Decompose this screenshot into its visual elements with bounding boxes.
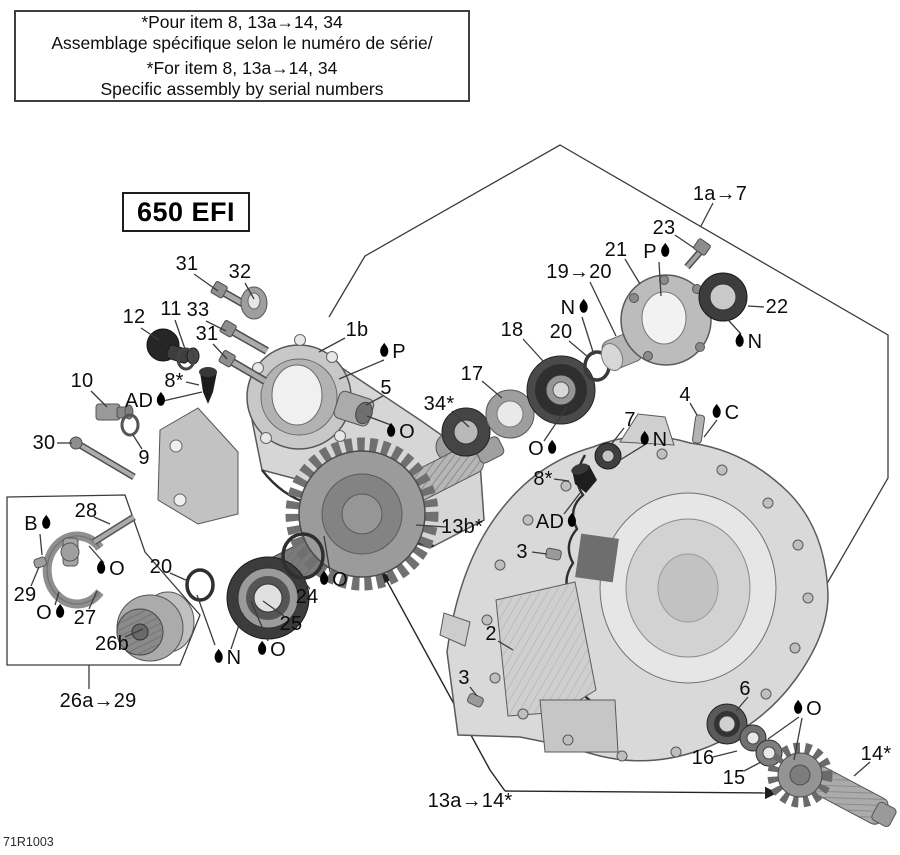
pin-4 xyxy=(691,414,706,444)
dowel-3-upper xyxy=(545,547,562,561)
seal-7 xyxy=(594,442,622,470)
o-ring-11 xyxy=(176,347,196,371)
bolt-23 xyxy=(684,238,711,270)
flange-21 xyxy=(620,274,712,366)
bearing-6 xyxy=(706,703,748,745)
ring-17 xyxy=(485,389,535,439)
shift-fork-27 xyxy=(42,531,104,609)
dowel-3-lower xyxy=(467,692,484,708)
output-gear-13b xyxy=(251,436,505,598)
crankcase-half-2 xyxy=(439,413,829,762)
bearing-18 xyxy=(526,355,596,425)
drawing-code: 71R1003 xyxy=(3,835,54,849)
note-line-en-2: Specific assembly by serial numbers xyxy=(100,79,384,99)
note-line-fr-1: *Pour item 8, 13a→14, 34 xyxy=(141,12,343,32)
subassembly-box-26a-29 xyxy=(6,494,201,689)
model-badge: 650 EFI xyxy=(122,192,250,232)
o-ring-24 xyxy=(281,532,325,580)
bearing-25 xyxy=(226,556,310,640)
serial-note-box: *Pour item 8, 13a→14, 34 Assemblage spéc… xyxy=(14,10,470,102)
pin-29 xyxy=(33,556,48,569)
plug-12 xyxy=(146,328,200,365)
bolt-30 xyxy=(69,436,136,481)
bevel-pinion-14 xyxy=(767,742,897,827)
o-ring-20-left xyxy=(185,568,215,602)
plug-8-left xyxy=(199,367,217,404)
bolt-33 xyxy=(219,320,269,355)
leader-lines xyxy=(30,202,871,777)
bushing-19 xyxy=(600,332,643,372)
fitting-10 xyxy=(95,403,134,421)
note-line-en-1: *For item 8, 13a→14, 34 xyxy=(146,58,338,78)
bushing-5 xyxy=(333,390,375,427)
shaft-28 xyxy=(92,514,136,545)
seal-34 xyxy=(441,407,491,457)
plug-8-right xyxy=(571,463,597,493)
coupler-32 xyxy=(240,286,268,320)
note-line-fr-2: Assemblage spécifique selon le numéro de… xyxy=(51,33,433,53)
seal-22 xyxy=(698,272,748,322)
o-ring-9 xyxy=(120,413,140,437)
coupler-26b xyxy=(116,591,195,662)
